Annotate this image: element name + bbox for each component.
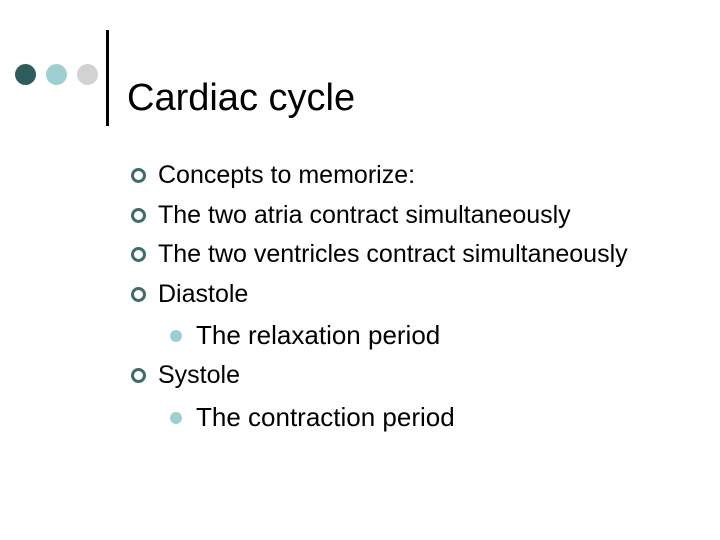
list-item: The two atria contract simultaneously [128, 196, 708, 236]
page-title: Cardiac cycle [127, 77, 356, 120]
list-item-label: The two ventricles contract simultaneous… [158, 240, 628, 268]
list-item: Systole The contraction period [128, 356, 708, 438]
sub-list-item-label: The contraction period [196, 401, 455, 432]
decorative-dots-group [15, 64, 98, 85]
hollow-circle-bullet-icon [131, 168, 146, 183]
hollow-circle-bullet-icon [131, 207, 146, 223]
bullet-list-level1: Concepts to memorize: The two atria cont… [128, 156, 708, 438]
hollow-circle-bullet-icon [131, 247, 146, 262]
title-vertical-rule [106, 30, 109, 126]
list-item-label: Diastole [158, 279, 249, 308]
list-item-label: Concepts to memorize: [158, 161, 416, 189]
list-item-label: The two atria contract simultaneously [158, 200, 571, 229]
decor-dot-gray-icon [77, 64, 98, 85]
list-item: The two ventricles contract simultaneous… [128, 235, 708, 275]
content-body: Concepts to memorize: The two atria cont… [128, 156, 708, 438]
sub-list-item: The relaxation period [163, 314, 708, 356]
list-item: Concepts to memorize: [128, 156, 708, 196]
filled-circle-bullet-icon [170, 411, 182, 424]
list-item: Diastole The relaxation period [128, 275, 708, 357]
sub-list-item-label: The relaxation period [196, 320, 441, 350]
filled-circle-bullet-icon [170, 330, 182, 342]
sub-list-item: The contraction period [163, 396, 708, 438]
bullet-list-level2: The contraction period [158, 396, 708, 438]
hollow-circle-bullet-icon [131, 368, 146, 383]
bullet-list-level2: The relaxation period [158, 314, 708, 356]
hollow-circle-bullet-icon [131, 286, 146, 302]
decor-dot-light-teal-icon [46, 64, 67, 85]
decor-dot-dark-teal-icon [15, 64, 36, 85]
title-block: Cardiac cycle [0, 0, 720, 140]
list-item-label: Systole [158, 361, 240, 389]
